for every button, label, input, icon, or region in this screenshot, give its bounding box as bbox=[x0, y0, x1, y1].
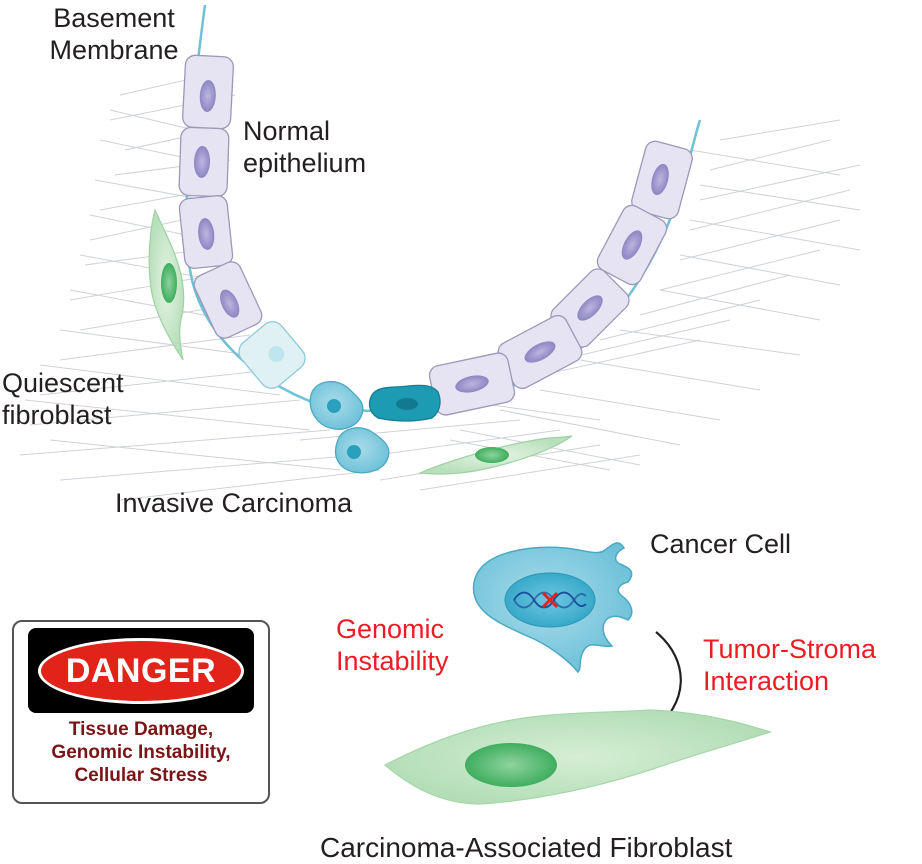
label-fibroblast: fibroblast bbox=[2, 400, 112, 430]
stroma-fibers bbox=[19, 69, 861, 501]
invasive-cell-2 bbox=[334, 427, 390, 474]
label-genomic: Genomic bbox=[336, 614, 445, 644]
label-normal: Normal bbox=[243, 116, 331, 146]
caf-nucleus bbox=[465, 743, 557, 787]
normal-epithelium-right bbox=[428, 140, 693, 416]
cancer-cell bbox=[472, 542, 633, 674]
quiescent-fibroblast-cell bbox=[148, 208, 185, 361]
danger-line-genomic-instability: Genomic Instability, bbox=[51, 742, 231, 763]
label-carcinoma-associated-fibroblast: Carcinoma-Associated Fibroblast bbox=[320, 832, 733, 863]
normal-epithelium-left bbox=[178, 54, 306, 389]
label-interaction: Interaction bbox=[703, 666, 830, 696]
danger-sign: DANGER Tissue Damage, Genomic Instabilit… bbox=[12, 620, 270, 804]
label-instability: Instability bbox=[336, 646, 449, 676]
danger-line-tissue-damage: Tissue Damage, bbox=[68, 719, 214, 740]
label-membrane: Membrane bbox=[49, 35, 179, 65]
invasive-carcinoma-cells bbox=[309, 381, 441, 474]
label-cancer-cell: Cancer Cell bbox=[650, 529, 792, 559]
danger-sign-lines: Tissue Damage, Genomic Instability, Cell… bbox=[14, 718, 268, 787]
label-tumor-stroma-interaction: Tumor-Stroma Interaction bbox=[703, 633, 876, 697]
danger-sign-band: DANGER bbox=[28, 628, 254, 713]
label-epithelium: epithelium bbox=[243, 148, 367, 178]
label-invasive-carcinoma: Invasive Carcinoma bbox=[115, 488, 353, 518]
label-genomic-instability: Genomic Instability bbox=[336, 613, 449, 677]
label-basement: Basement bbox=[53, 3, 175, 33]
danger-oval: DANGER bbox=[38, 638, 244, 704]
dna-helix-icon bbox=[513, 591, 587, 609]
stromal-fibroblast-cell bbox=[417, 435, 573, 475]
label-tumor-stroma: Tumor-Stroma bbox=[703, 634, 877, 664]
danger-line-cellular-stress: Cellular Stress bbox=[74, 765, 208, 786]
danger-title: DANGER bbox=[65, 651, 217, 690]
carcinoma-associated-fibroblast-cell bbox=[383, 709, 772, 805]
label-normal-epithelium: Normal epithelium bbox=[243, 115, 366, 179]
label-quiescent-fibroblast: Quiescent fibroblast bbox=[2, 367, 124, 431]
label-basement-membrane: Basement Membrane bbox=[34, 2, 194, 66]
label-quiescent: Quiescent bbox=[2, 368, 124, 398]
